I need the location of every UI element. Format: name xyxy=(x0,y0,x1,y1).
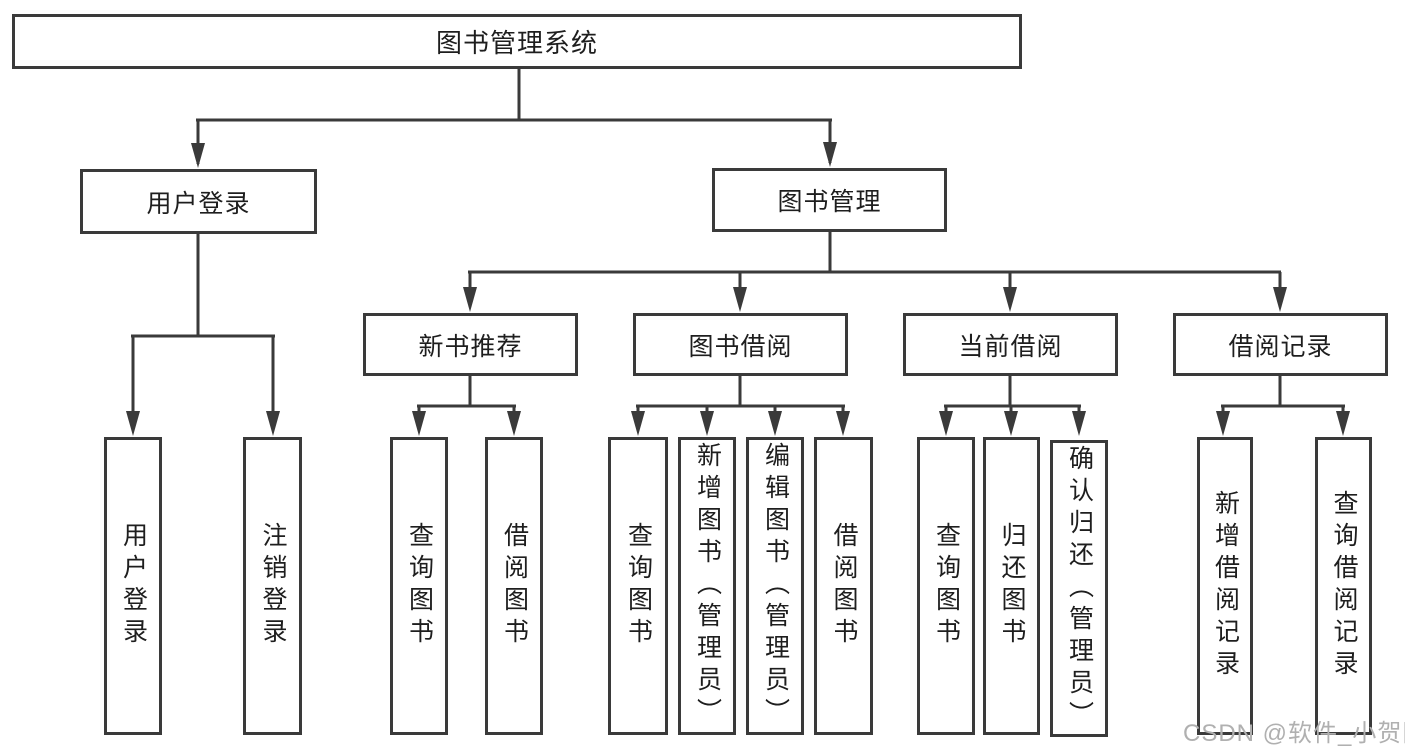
leaf-confirm-return-admin: 确认归还（管理员） xyxy=(1050,440,1108,737)
node-user-login: 用户登录 xyxy=(80,169,317,234)
leaf-query-borrow-record: 查询借阅记录 xyxy=(1315,437,1372,735)
leaf-add-borrow-record: 新增借阅记录 xyxy=(1197,437,1253,735)
node-book-management: 图书管理 xyxy=(712,168,947,232)
leaf-query-books-recommend: 查询图书 xyxy=(390,437,448,735)
leaf-edit-books-admin: 编辑图书（管理员） xyxy=(746,437,804,735)
node-new-book-recommendation: 新书推荐 xyxy=(363,313,578,376)
leaf-add-books-admin: 新增图书（管理员） xyxy=(678,437,736,735)
leaf-borrow-books: 借阅图书 xyxy=(814,437,873,735)
watermark-text: CSDN @软件_小贺同学 xyxy=(1183,720,1405,747)
leaf-user-login: 用户登录 xyxy=(104,437,162,735)
node-current-borrowing: 当前借阅 xyxy=(903,313,1118,376)
leaf-borrow-books-recommend: 借阅图书 xyxy=(485,437,543,735)
node-system-root: 图书管理系统 xyxy=(12,14,1022,69)
leaf-logout: 注销登录 xyxy=(243,437,302,735)
leaf-query-books-borrow: 查询图书 xyxy=(608,437,668,735)
leaf-query-books-current: 查询图书 xyxy=(917,437,975,735)
node-book-borrowing: 图书借阅 xyxy=(633,313,848,376)
node-borrowing-records: 借阅记录 xyxy=(1173,313,1388,376)
leaf-return-books: 归还图书 xyxy=(983,437,1040,735)
